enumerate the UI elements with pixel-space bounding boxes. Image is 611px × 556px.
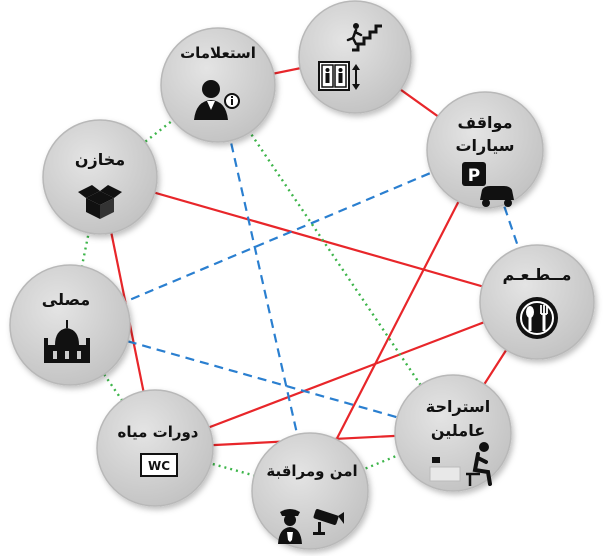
guard-camera-icon <box>278 509 344 544</box>
node-parking-label-line2: سيارات <box>455 136 514 155</box>
mosque-icon <box>44 320 90 363</box>
svg-text:P: P <box>468 166 480 186</box>
node-stairs-elevator[interactable] <box>298 0 412 114</box>
elevator-icon <box>318 61 360 91</box>
blue-link-prayer-workers_rest <box>69 323 454 435</box>
node-security-label: امن ومراقبة <box>266 462 357 480</box>
node-prayer-room[interactable]: مصلى <box>9 264 131 386</box>
node-storage-label: مخازن <box>75 150 125 169</box>
wc-badge-text: WC <box>148 459 170 473</box>
blue-link-info-security <box>216 84 312 492</box>
parking-car-icon: P <box>462 162 514 207</box>
node-toilets-label: دورات مياه <box>118 423 199 441</box>
node-storage[interactable]: مخازن <box>42 119 158 235</box>
node-restaurant-label: مــطـعـم <box>503 265 572 284</box>
node-restaurant[interactable]: مــطـعـم <box>479 244 595 360</box>
node-workers-rest-label-line1: استراحة <box>426 397 490 416</box>
node-parking[interactable]: مواقف سيارات P <box>426 91 544 209</box>
node-toilets[interactable]: دورات مياه WC <box>96 389 214 507</box>
node-prayer-label: مصلى <box>42 290 90 309</box>
green-link-info-workers_rest <box>217 84 454 434</box>
node-workers-rest[interactable]: استراحة عاملين <box>394 374 512 492</box>
node-workers-rest-label-line2: عاملين <box>431 421 485 440</box>
node-information[interactable]: استعلامات <box>160 27 276 143</box>
node-security[interactable]: امن ومراقبة <box>251 432 369 550</box>
wc-sign-icon: WC <box>140 453 178 477</box>
red-link-restaurant-toilets <box>154 300 538 450</box>
blue-link-parking-prayer <box>69 148 486 327</box>
resting-person-icon <box>429 442 492 486</box>
stairs-icon <box>346 23 382 52</box>
blue-link-parking-restaurant <box>483 149 539 303</box>
red-link-parking-security <box>309 149 486 492</box>
node-info-label: استعلامات <box>180 44 256 62</box>
plate-cutlery-icon <box>516 297 558 339</box>
box-icon <box>78 185 122 219</box>
receptionist-icon <box>194 80 240 120</box>
red-link-storage-restaurant <box>99 175 538 304</box>
node-parking-label-line1: مواقف <box>458 113 513 132</box>
